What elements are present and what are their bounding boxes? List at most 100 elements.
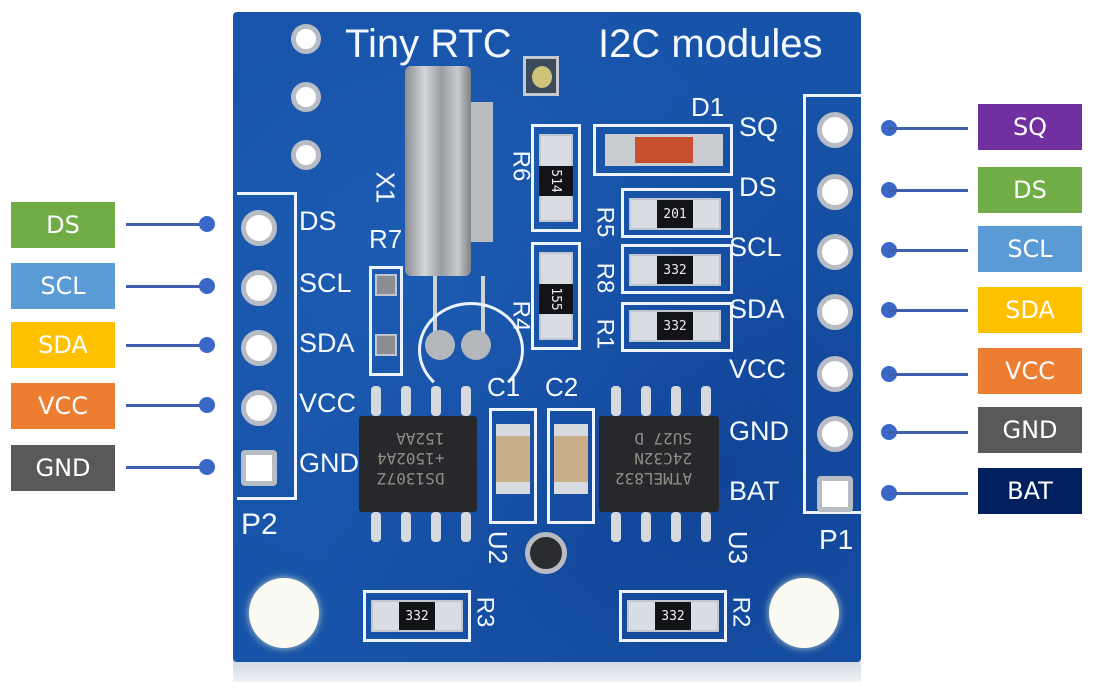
p2-pin-scl: [241, 270, 277, 306]
crystal-x1: [405, 66, 471, 276]
r6-outline: [531, 124, 581, 232]
r1-outline: [621, 302, 733, 352]
p1-pin-vcc: [817, 356, 853, 392]
r3-code: 332: [399, 602, 435, 630]
crystal-bracket: [471, 102, 493, 242]
left-label-vcc: VCC: [11, 383, 115, 429]
left-label-scl: SCL: [11, 263, 115, 309]
p1-silk-sda: SDA: [729, 294, 785, 324]
p2-silk-gnd: GND: [299, 448, 359, 478]
left-label-sda: SDA: [11, 322, 115, 368]
p2-header-name: P2: [241, 508, 278, 541]
board-title: Tiny RTC: [345, 22, 512, 66]
led-pad: [523, 56, 559, 96]
r8-label: R8: [591, 262, 619, 294]
p1-silk-gnd: GND: [729, 416, 789, 446]
right-leader-bat: [888, 492, 968, 495]
left-dot-vcc: [199, 397, 215, 413]
r7-pad-1: [375, 274, 397, 296]
right-leader-scl: [888, 249, 968, 252]
r6-code: 514: [539, 166, 573, 196]
p1-silk-sq: SQ: [739, 112, 779, 142]
p2-silk-vcc: VCC: [299, 388, 357, 418]
board-subtitle: I2C modules: [598, 22, 823, 66]
d1-outline: [593, 124, 733, 176]
r5-code: 201: [657, 200, 693, 228]
c2-outline: [547, 408, 595, 524]
right-label-sq: SQ: [978, 104, 1082, 150]
p1-pin-scl: [817, 234, 853, 270]
left-dot-ds: [199, 216, 215, 232]
r5-outline: [621, 188, 733, 238]
p1-pin-sq: [817, 112, 853, 148]
r4-code: 155: [539, 284, 573, 314]
left-label-ds: DS: [11, 202, 115, 248]
crystal-solder-2: [461, 330, 491, 360]
crystal-pad-circle: [418, 302, 524, 398]
mounting-hole-left: [249, 578, 319, 648]
r8-code: 332: [657, 256, 693, 284]
x1-label: X1: [370, 171, 401, 204]
p2-pin-sda: [241, 330, 277, 366]
p1-header-outline: [803, 94, 863, 514]
r1-label: R1: [591, 318, 619, 350]
p1-pin-ds: [817, 174, 853, 210]
left-dot-gnd: [199, 459, 215, 475]
right-label-scl: SCL: [978, 226, 1082, 272]
board-shadow: [233, 660, 861, 682]
p2-pin-ds: [241, 210, 277, 246]
capacitor-c2: [554, 424, 588, 494]
p1-pin-bat: [817, 476, 853, 512]
r3-outline: [363, 590, 471, 642]
r2-outline: [619, 590, 727, 642]
left-leader-vcc: [126, 404, 206, 407]
p2-pin-gnd: [241, 450, 277, 486]
capacitor-c1: [496, 424, 530, 494]
right-leader-sq: [888, 127, 968, 130]
r7-outline: [369, 266, 403, 376]
center-via: [525, 532, 567, 574]
left-leader-gnd: [126, 466, 206, 469]
c1-outline: [489, 408, 537, 524]
p1-pin-sda: [817, 294, 853, 330]
left-dot-scl: [199, 278, 215, 294]
p1-pin-gnd: [817, 416, 853, 452]
r7-pad-2: [375, 334, 397, 356]
top-hole-3: [291, 140, 321, 170]
left-label-gnd: GND: [11, 445, 115, 491]
left-leader-sda: [126, 344, 206, 347]
u3-marking: ATMEL832 24C32N SU27 D: [615, 429, 693, 488]
r5-label: R5: [591, 206, 619, 238]
p1-silk-vcc: VCC: [729, 354, 787, 384]
top-hole-1: [291, 24, 321, 54]
p2-header-outline: [237, 192, 297, 500]
right-leader-vcc: [888, 373, 968, 376]
r8-outline: [621, 244, 733, 294]
chip-u2-ds1307: DS1307Z +1502A4 152AA: [359, 416, 477, 512]
u2-marking: DS1307Z +1502A4 152AA: [377, 429, 445, 488]
right-leader-gnd: [888, 431, 968, 434]
crystal-solder-1: [425, 330, 455, 360]
u2-label: U2: [483, 530, 514, 565]
top-hole-2: [291, 82, 321, 112]
chip-u3-at24c32: ATMEL832 24C32N SU27 D: [599, 416, 719, 512]
right-label-ds: DS: [978, 167, 1082, 213]
p2-silk-scl: SCL: [299, 268, 352, 298]
right-label-bat: BAT: [978, 468, 1082, 514]
right-leader-sda: [888, 309, 968, 312]
p2-pin-vcc: [241, 390, 277, 426]
r2-label: R2: [727, 596, 755, 628]
r7-label: R7: [369, 224, 403, 254]
right-label-vcc: VCC: [978, 348, 1082, 394]
left-leader-ds: [126, 223, 206, 226]
right-label-sda: SDA: [978, 287, 1082, 333]
p1-silk-bat: BAT: [729, 476, 780, 506]
r4-outline: [531, 242, 581, 350]
p1-header-name: P1: [819, 524, 854, 555]
right-leader-ds: [888, 189, 968, 192]
p2-silk-sda: SDA: [299, 328, 355, 358]
u3-label: U3: [723, 530, 754, 565]
c1-label: C1: [487, 372, 521, 402]
p2-silk-ds: DS: [299, 206, 337, 236]
d1-label: D1: [691, 92, 725, 122]
